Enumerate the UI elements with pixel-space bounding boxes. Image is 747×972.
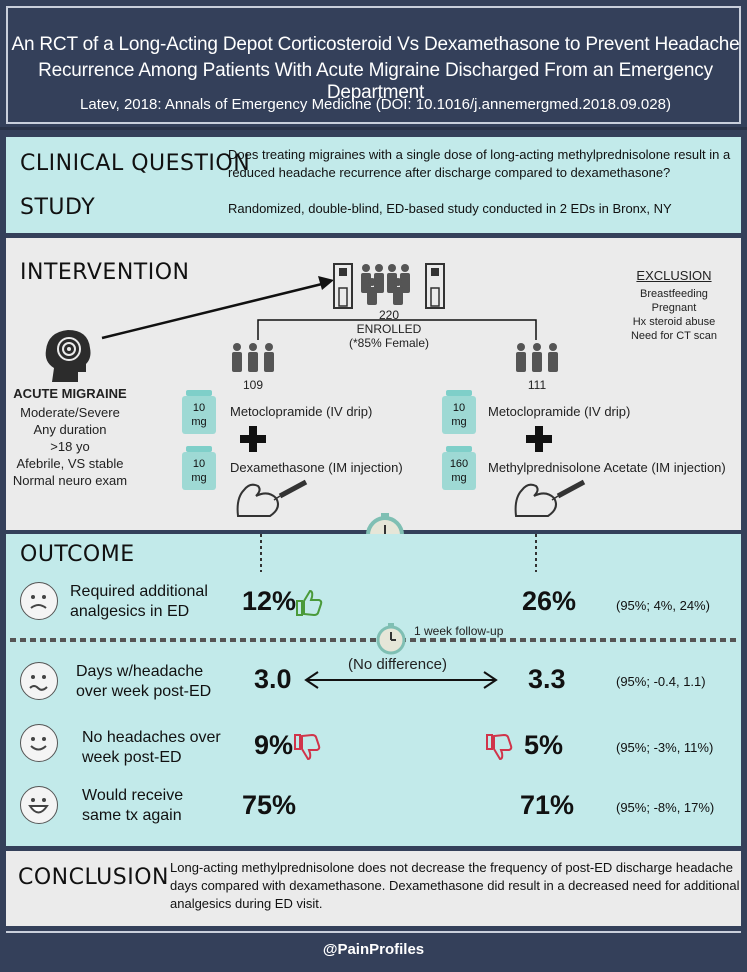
outcome-1-ci: (95%; 4%, 24%)	[616, 598, 710, 613]
footer: @PainProfiles	[6, 931, 741, 967]
clinical-question-heading: CLINICAL QUESTION	[20, 151, 251, 176]
stopwatch-icon	[376, 623, 406, 655]
no-difference-label: (No difference)	[348, 656, 447, 673]
outcome-1-left-value: 12%	[242, 586, 297, 616]
outcome-1-right-value: 26%	[522, 586, 577, 616]
footer-handle: @PainProfiles	[322, 941, 425, 958]
title-line-1: An RCT of a Long-Acting Depot Corticoste…	[11, 34, 740, 55]
outcome-1-label-2: analgesics in ED	[70, 603, 190, 620]
vial-unit: mg	[191, 472, 207, 484]
exclusion-item: Need for CT scan	[630, 330, 717, 342]
exclusion-item: Hx steroid abuse	[632, 316, 716, 328]
condition-title: ACUTE MIGRAINE	[13, 386, 127, 401]
plus-icon	[240, 426, 266, 452]
enrolled-label: ENROLLED	[356, 322, 422, 336]
frown-face-icon	[20, 582, 58, 620]
question-section: CLINICAL QUESTION Does treating migraine…	[6, 137, 741, 233]
study-text: Randomized, double-blind, ED-based study…	[228, 201, 672, 216]
conclusion-line-1: Long-acting methylprednisolone does not …	[170, 860, 733, 875]
plus-icon	[526, 426, 552, 452]
vial-icon: 10 mg	[182, 446, 216, 490]
condition-item: Normal neuro exam	[12, 473, 128, 488]
smile-face-icon	[20, 724, 58, 762]
group-people-icon	[516, 343, 558, 372]
vial-unit: mg	[451, 472, 467, 484]
outcome-2-ci: (95%; -0.4, 1.1)	[616, 674, 706, 689]
outcome-3-label-2: week post-ED	[82, 749, 182, 766]
outcome-3-left-value: 9%	[254, 730, 294, 760]
outcome-4-label-2: same tx again	[82, 807, 182, 824]
conclusion-line-3: analgesics during ED visit.	[170, 896, 323, 911]
outcome-3-ci: (95%; -3%, 11%)	[616, 740, 714, 755]
title-line-2: Recurrence Among Patients With Acute Mig…	[38, 60, 713, 103]
intervention-heading: INTERVENTION	[20, 260, 190, 285]
condition-item: Any duration	[33, 422, 107, 437]
vial-unit: mg	[191, 416, 207, 428]
followup-label: 1 week follow-up	[412, 624, 506, 638]
vial-unit: mg	[451, 416, 467, 428]
arm-right-drug-2: Methylprednisolone Acetate (IM injection…	[488, 460, 726, 475]
header: An RCT of a Long-Acting Depot Corticoste…	[0, 0, 747, 130]
exclusion-item: Pregnant	[651, 302, 697, 314]
flow-diagram	[101, 276, 537, 340]
outcome-4-label-1: Would receive	[82, 787, 184, 804]
arm-left-count: 109	[242, 378, 264, 392]
header-frame: An RCT of a Long-Acting Depot Corticoste…	[6, 6, 741, 124]
clinical-question-line-2: reduced headache recurrence after discha…	[228, 165, 671, 180]
vial-icon: 160 mg	[442, 446, 476, 490]
enroll-arrow-head	[318, 276, 334, 290]
thumbs-up-icon	[296, 589, 323, 617]
outcome-section: OUTCOME 1 week follow-up Required additi…	[6, 534, 741, 846]
outcome-2-left-value: 3.0	[254, 664, 292, 694]
conclusion-heading: CONCLUSION	[18, 865, 169, 890]
condition-item: >18 yo	[50, 439, 90, 454]
queasy-face-icon	[20, 662, 58, 700]
conclusion-line-2: days compared with dexamethasone. Dexame…	[170, 878, 740, 893]
conclusion-section: CONCLUSION Long-acting methylprednisolon…	[6, 851, 741, 926]
group-people-icon	[232, 343, 274, 372]
arm-right-count: 111	[527, 378, 547, 392]
hospitals-people-icon	[333, 263, 445, 309]
outcome-2-label-1: Days w/headache	[76, 663, 204, 680]
exclusion-item: Breastfeeding	[640, 288, 708, 300]
arm-left-drug-1: Metoclopramide (IV drip)	[230, 404, 373, 419]
outcome-2-label-2: over week post-ED	[76, 683, 212, 700]
vial-dose: 10	[192, 402, 206, 414]
vial-dose: 10	[192, 458, 206, 470]
thumbs-down-icon	[294, 733, 321, 761]
head-swirl-icon	[45, 330, 91, 382]
outcome-4-right-value: 71%	[520, 790, 575, 820]
arm-right-drug-1: Metoclopramide (IV drip)	[488, 404, 631, 419]
thumbs-down-icon	[486, 733, 513, 761]
enrolled-count: 220	[378, 308, 400, 322]
vial-icon: 10 mg	[182, 390, 216, 434]
vial-dose: 160	[449, 458, 469, 470]
vial-icon: 10 mg	[442, 390, 476, 434]
study-heading: STUDY	[20, 195, 96, 220]
citation: Latev, 2018: Annals of Emergency Medicin…	[80, 96, 671, 113]
outcome-3-label-1: No headaches over	[82, 729, 221, 746]
outcome-4-ci: (95%; -8%, 17%)	[616, 800, 715, 815]
vial-dose: 10	[452, 402, 466, 414]
clinical-question-line-1: Does treating migraines with a single do…	[228, 147, 731, 162]
exclusion-title: EXCLUSION	[636, 268, 712, 283]
outcome-1-label-1: Required additional	[70, 583, 208, 600]
intervention-section: INTERVENTION 220 ENROLLED	[6, 238, 741, 530]
arm-injection-icon	[236, 479, 308, 517]
arm-left-drug-2: Dexamethasone (IM injection)	[230, 460, 403, 475]
enroll-arrow-line	[101, 281, 327, 340]
enrolled-note: (*85% Female)	[348, 336, 430, 350]
condition-item: Afebrile, VS stable	[16, 456, 124, 471]
arm-injection-icon	[514, 479, 586, 517]
outcome-heading: OUTCOME	[20, 542, 135, 567]
outcome-2-right-value: 3.3	[528, 664, 566, 694]
randomization-bracket	[257, 319, 537, 340]
outcome-lines	[10, 534, 737, 689]
outcome-4-left-value: 75%	[242, 790, 297, 820]
outcome-3-right-value: 5%	[524, 730, 564, 760]
condition-item: Moderate/Severe	[20, 405, 120, 420]
grin-face-icon	[20, 786, 58, 824]
